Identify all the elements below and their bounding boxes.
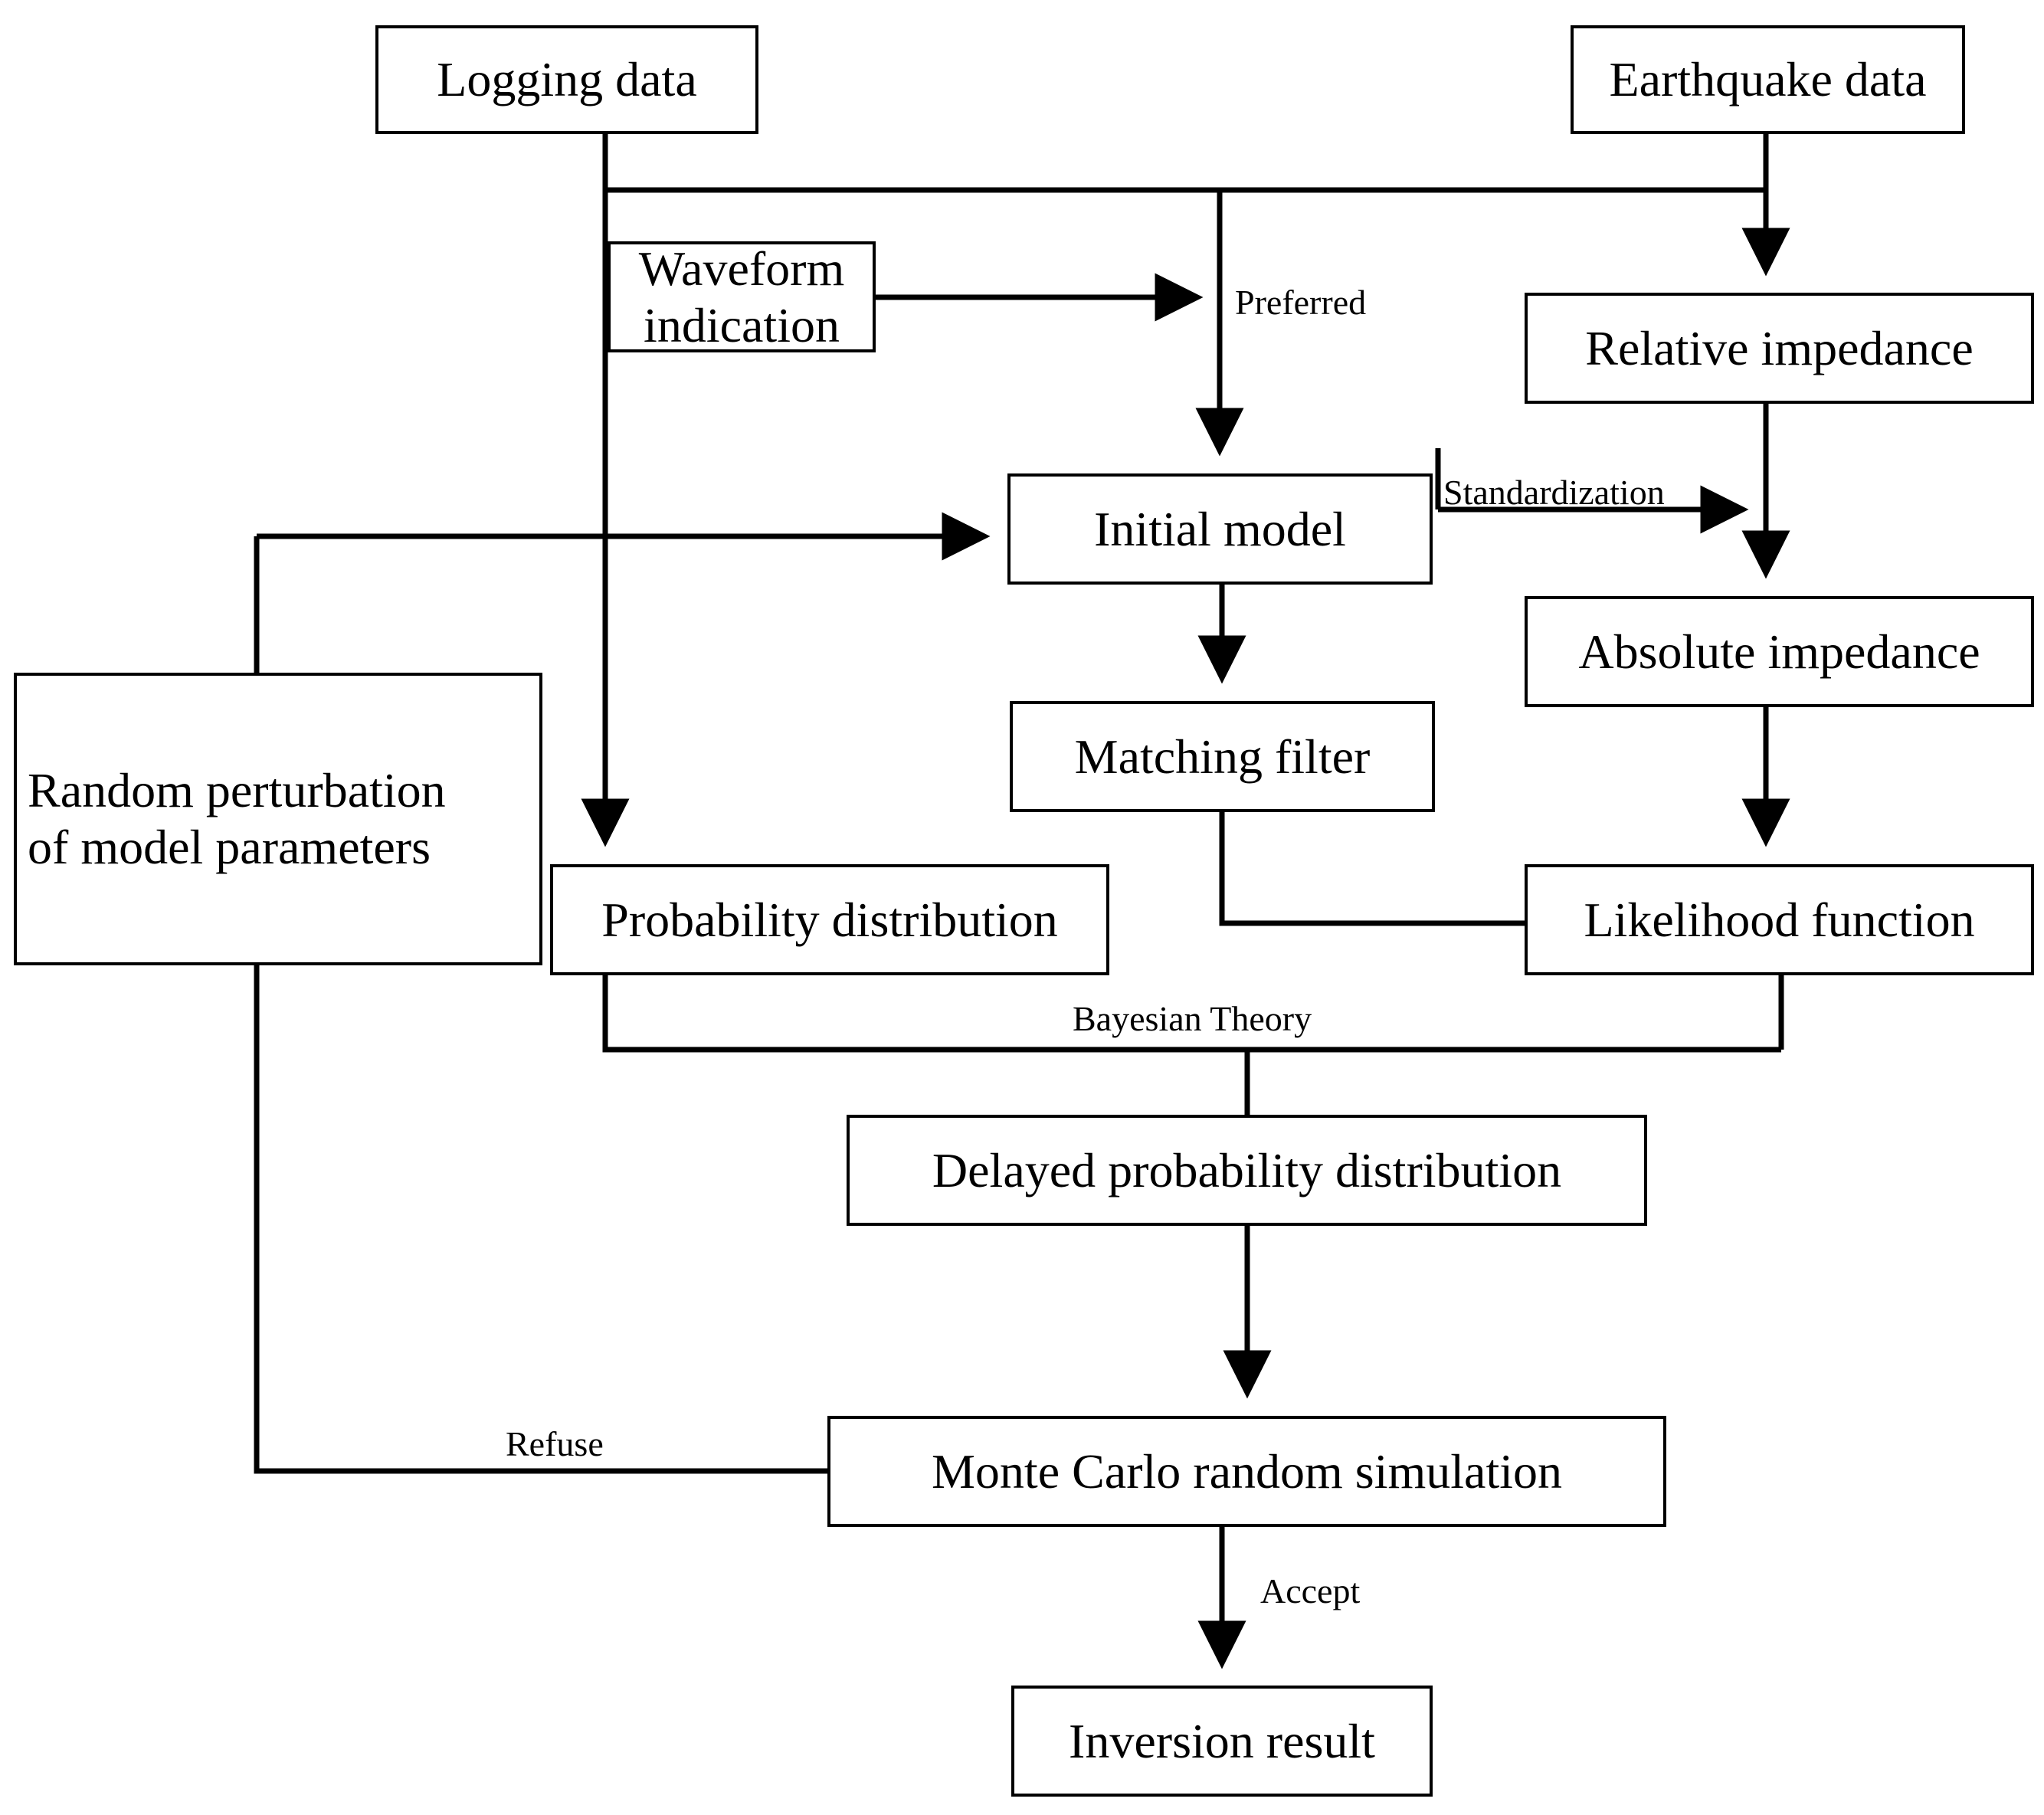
edge-matching-to-likelihood — [1219, 812, 1525, 926]
node-probability-distribution-label: Probability distribution — [601, 892, 1058, 947]
edge-label-refuse: Refuse — [506, 1424, 604, 1463]
edge-probability-to-bayes-bus — [602, 975, 1781, 1053]
edge-logging-bus — [602, 134, 1438, 193]
node-initial-model[interactable]: Initial model — [1007, 473, 1433, 585]
node-relative-impedance[interactable]: Relative impedance — [1525, 293, 2034, 404]
node-random-perturbation[interactable]: Random perturbation of model parameters — [14, 673, 542, 965]
node-initial-model-label: Initial model — [1094, 501, 1346, 556]
node-likelihood-function-label: Likelihood function — [1584, 892, 1975, 947]
node-logging-data-label: Logging data — [437, 52, 697, 107]
edge-label-accept: Accept — [1260, 1571, 1361, 1610]
node-monte-carlo-random-simulation-label: Monte Carlo random simulation — [932, 1443, 1562, 1499]
edge-label-preferred: Preferred — [1235, 283, 1367, 322]
node-likelihood-function[interactable]: Likelihood function — [1525, 864, 2034, 975]
node-matching-filter[interactable]: Matching filter — [1010, 701, 1435, 812]
node-delayed-probability-distribution-label: Delayed probability distribution — [932, 1142, 1562, 1197]
edge-label-standardization: Standardization — [1443, 473, 1665, 512]
node-earthquake-data-label: Earthquake data — [1609, 52, 1927, 107]
edge-label-bayesian-theory: Bayesian Theory — [1073, 999, 1312, 1038]
edge-monte-carlo-to-random — [254, 965, 827, 1474]
node-matching-filter-label: Matching filter — [1074, 729, 1371, 784]
node-relative-impedance-label: Relative impedance — [1585, 320, 1974, 375]
node-inversion-result-label: Inversion result — [1069, 1713, 1375, 1768]
node-logging-data[interactable]: Logging data — [375, 25, 758, 134]
node-probability-distribution[interactable]: Probability distribution — [550, 864, 1109, 975]
node-absolute-impedance[interactable]: Absolute impedance — [1525, 596, 2034, 707]
node-random-perturbation-label: Random perturbation of model parameters — [28, 763, 446, 874]
node-delayed-probability-distribution[interactable]: Delayed probability distribution — [847, 1115, 1647, 1226]
node-monte-carlo-random-simulation[interactable]: Monte Carlo random simulation — [827, 1416, 1666, 1527]
node-absolute-impedance-label: Absolute impedance — [1578, 624, 1980, 679]
node-waveform-indication-label: Waveform indication — [638, 241, 845, 352]
node-inversion-result[interactable]: Inversion result — [1011, 1686, 1433, 1797]
node-waveform-indication[interactable]: Waveform indication — [608, 241, 876, 352]
node-earthquake-data[interactable]: Earthquake data — [1571, 25, 1965, 134]
